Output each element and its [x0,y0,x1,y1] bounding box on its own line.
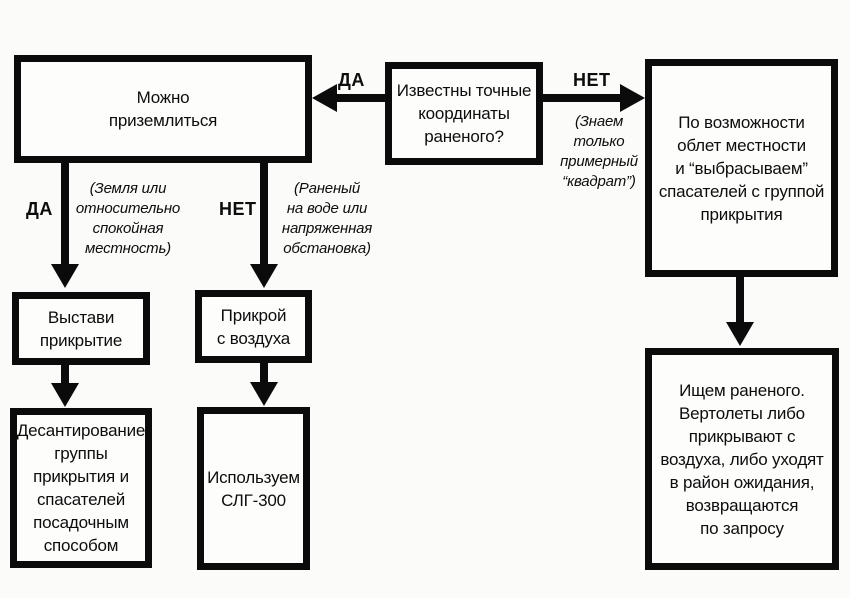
arrow-line-cover-to-slg [260,363,268,384]
node-coords-known: Известны точные координаты раненого? [385,62,543,165]
arrow-line-setup-to-landing [61,365,69,385]
node-use-slg-300-text: Используем СЛГ-300 [207,467,300,510]
node-setup-cover: Выстави прикрытие [12,292,150,365]
node-search-wounded: Ищем раненого. Вертолеты либо прикрывают… [645,348,839,570]
arrowhead-left-icon [312,84,337,112]
arrow-line-flyover-to-search [736,277,744,325]
arrow-line-coords-to-canland [336,94,385,102]
note-water-or-tense: (Раненый на воде или напряженная обстано… [281,180,373,257]
node-flyover-drop-rescuers-text: По возможности облет местности и “выбрас… [658,112,825,224]
arrow-line-coords-to-flyover [543,94,622,102]
note-approximate-square: (Знаем только примерный “квадрат”) [560,113,638,190]
label-yes-left-branch: ДА [26,199,53,219]
node-setup-cover-text: Выстави прикрытие [39,307,123,350]
label-no-top: НЕТ [573,70,611,90]
node-landing-method: Десантирование группы прикрытия и спасат… [10,408,152,568]
node-cover-from-air: Прикрой с воздуха [195,290,312,363]
node-coords-known-text: Известны точные координаты раненого? [396,81,532,146]
arrowhead-down-icon [250,264,278,288]
node-can-land-text: Можно приземлиться [108,88,218,130]
node-flyover-drop-rescuers: По возможности облет местности и “выбрас… [645,59,838,277]
node-cover-from-air-text: Прикрой с воздуха [216,305,291,348]
node-search-wounded-text: Ищем раненого. Вертолеты либо прикрывают… [660,380,824,538]
arrowhead-down-icon [51,383,79,407]
label-no-middle-branch: НЕТ [219,199,257,219]
arrowhead-down-icon [51,264,79,288]
node-landing-method-text: Десантирование группы прикрытия и спасат… [16,421,146,555]
label-yes-top: ДА [338,70,365,90]
note-calm-terrain: (Земля или относительно спокойная местно… [75,180,181,257]
arrowhead-down-icon [250,382,278,406]
node-use-slg-300: Используем СЛГ-300 [197,407,310,570]
arrow-line-canland-to-setup-cover [61,163,69,266]
node-can-land: Можно приземлиться [14,55,312,163]
arrowhead-down-icon [726,322,754,346]
arrowhead-right-icon [620,84,645,112]
arrow-line-canland-to-cover-air [260,163,268,266]
